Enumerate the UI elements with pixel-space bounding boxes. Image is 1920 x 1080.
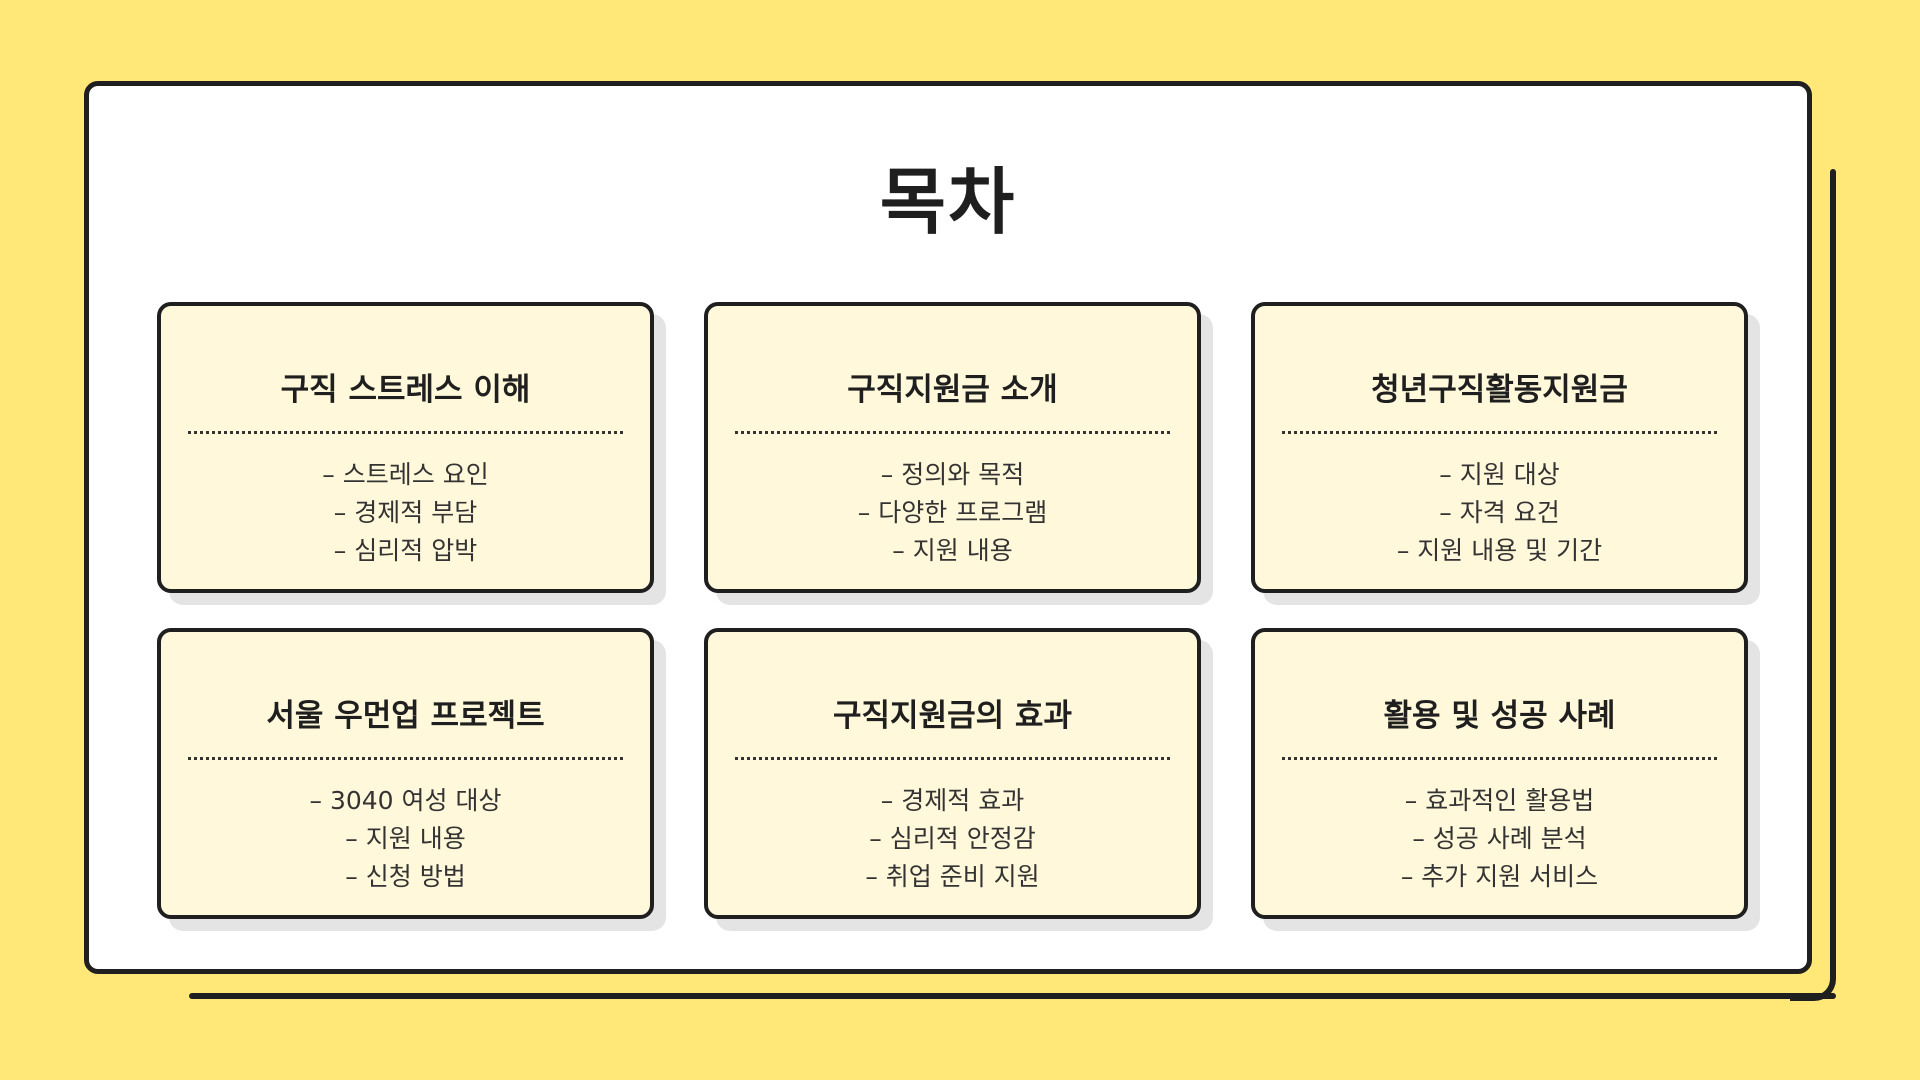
section-heading: 활용 및 성공 사례 xyxy=(1383,698,1616,734)
dotted-divider xyxy=(188,757,623,760)
section-item: – 정의와 목적 xyxy=(880,460,1025,489)
section-heading: 청년구직활동지원금 xyxy=(1371,372,1628,408)
section-heading: 구직지원금 소개 xyxy=(847,372,1058,408)
section-tile-3[interactable]: 청년구직활동지원금 – 지원 대상 – 자격 요건 – 지원 내용 및 기간 xyxy=(1251,302,1748,593)
section-item: – 3040 여성 대상 xyxy=(309,786,502,815)
section-tile-6[interactable]: 활용 및 성공 사례 – 효과적인 활용법 – 성공 사례 분석 – 추가 지원… xyxy=(1251,628,1748,919)
section-item: – 스트레스 요인 xyxy=(322,460,489,489)
section-item-list: – 3040 여성 대상 – 지원 내용 – 신청 방법 xyxy=(161,782,650,896)
section-heading: 서울 우먼업 프로젝트 xyxy=(266,698,545,734)
section-item-list: – 경제적 효과 – 심리적 안정감 – 취업 준비 지원 xyxy=(708,782,1197,896)
section-item: – 심리적 압박 xyxy=(333,536,478,565)
section-item: – 심리적 안정감 xyxy=(869,824,1036,853)
section-item: – 신청 방법 xyxy=(345,862,466,891)
section-heading: 구직지원금의 효과 xyxy=(833,698,1072,734)
decorative-shadow-bottom xyxy=(189,993,1836,999)
section-grid: 구직 스트레스 이해 – 스트레스 요인 – 경제적 부담 – 심리적 압박 구… xyxy=(157,302,1748,919)
section-item: – 지원 내용 xyxy=(345,824,466,853)
section-tile-1[interactable]: 구직 스트레스 이해 – 스트레스 요인 – 경제적 부담 – 심리적 압박 xyxy=(157,302,654,593)
decorative-shadow-right xyxy=(1830,169,1836,980)
section-item: – 지원 대상 xyxy=(1439,460,1560,489)
section-tile-5[interactable]: 구직지원금의 효과 – 경제적 효과 – 심리적 안정감 – 취업 준비 지원 xyxy=(704,628,1201,919)
section-item: – 성공 사례 분석 xyxy=(1412,824,1587,853)
dotted-divider xyxy=(1282,757,1717,760)
section-item: – 취업 준비 지원 xyxy=(865,862,1040,891)
dotted-divider xyxy=(735,757,1170,760)
section-tile-4[interactable]: 서울 우먼업 프로젝트 – 3040 여성 대상 – 지원 내용 – 신청 방법 xyxy=(157,628,654,919)
section-heading: 구직 스트레스 이해 xyxy=(280,372,531,408)
page-title: 목차 xyxy=(879,160,1017,244)
section-item: – 효과적인 활용법 xyxy=(1404,786,1595,815)
section-item-list: – 정의와 목적 – 다양한 프로그램 – 지원 내용 xyxy=(708,456,1197,570)
section-tile-2[interactable]: 구직지원금 소개 – 정의와 목적 – 다양한 프로그램 – 지원 내용 xyxy=(704,302,1201,593)
section-item: – 지원 내용 xyxy=(892,536,1013,565)
table-of-contents-card: 목차 구직 스트레스 이해 – 스트레스 요인 – 경제적 부담 – 심리적 압… xyxy=(84,81,1812,974)
section-item-list: – 스트레스 요인 – 경제적 부담 – 심리적 압박 xyxy=(161,456,650,570)
section-item-list: – 지원 대상 – 자격 요건 – 지원 내용 및 기간 xyxy=(1255,456,1744,570)
dotted-divider xyxy=(735,431,1170,434)
dotted-divider xyxy=(1282,431,1717,434)
section-item: – 경제적 효과 xyxy=(880,786,1025,815)
section-item: – 자격 요건 xyxy=(1439,498,1560,527)
section-item-list: – 효과적인 활용법 – 성공 사례 분석 – 추가 지원 서비스 xyxy=(1255,782,1744,896)
section-item: – 지원 내용 및 기간 xyxy=(1396,536,1603,565)
section-item: – 다양한 프로그램 xyxy=(857,498,1048,527)
decorative-shadow-corner xyxy=(1790,955,1836,1001)
section-item: – 추가 지원 서비스 xyxy=(1400,862,1599,891)
dotted-divider xyxy=(188,431,623,434)
section-item: – 경제적 부담 xyxy=(333,498,478,527)
